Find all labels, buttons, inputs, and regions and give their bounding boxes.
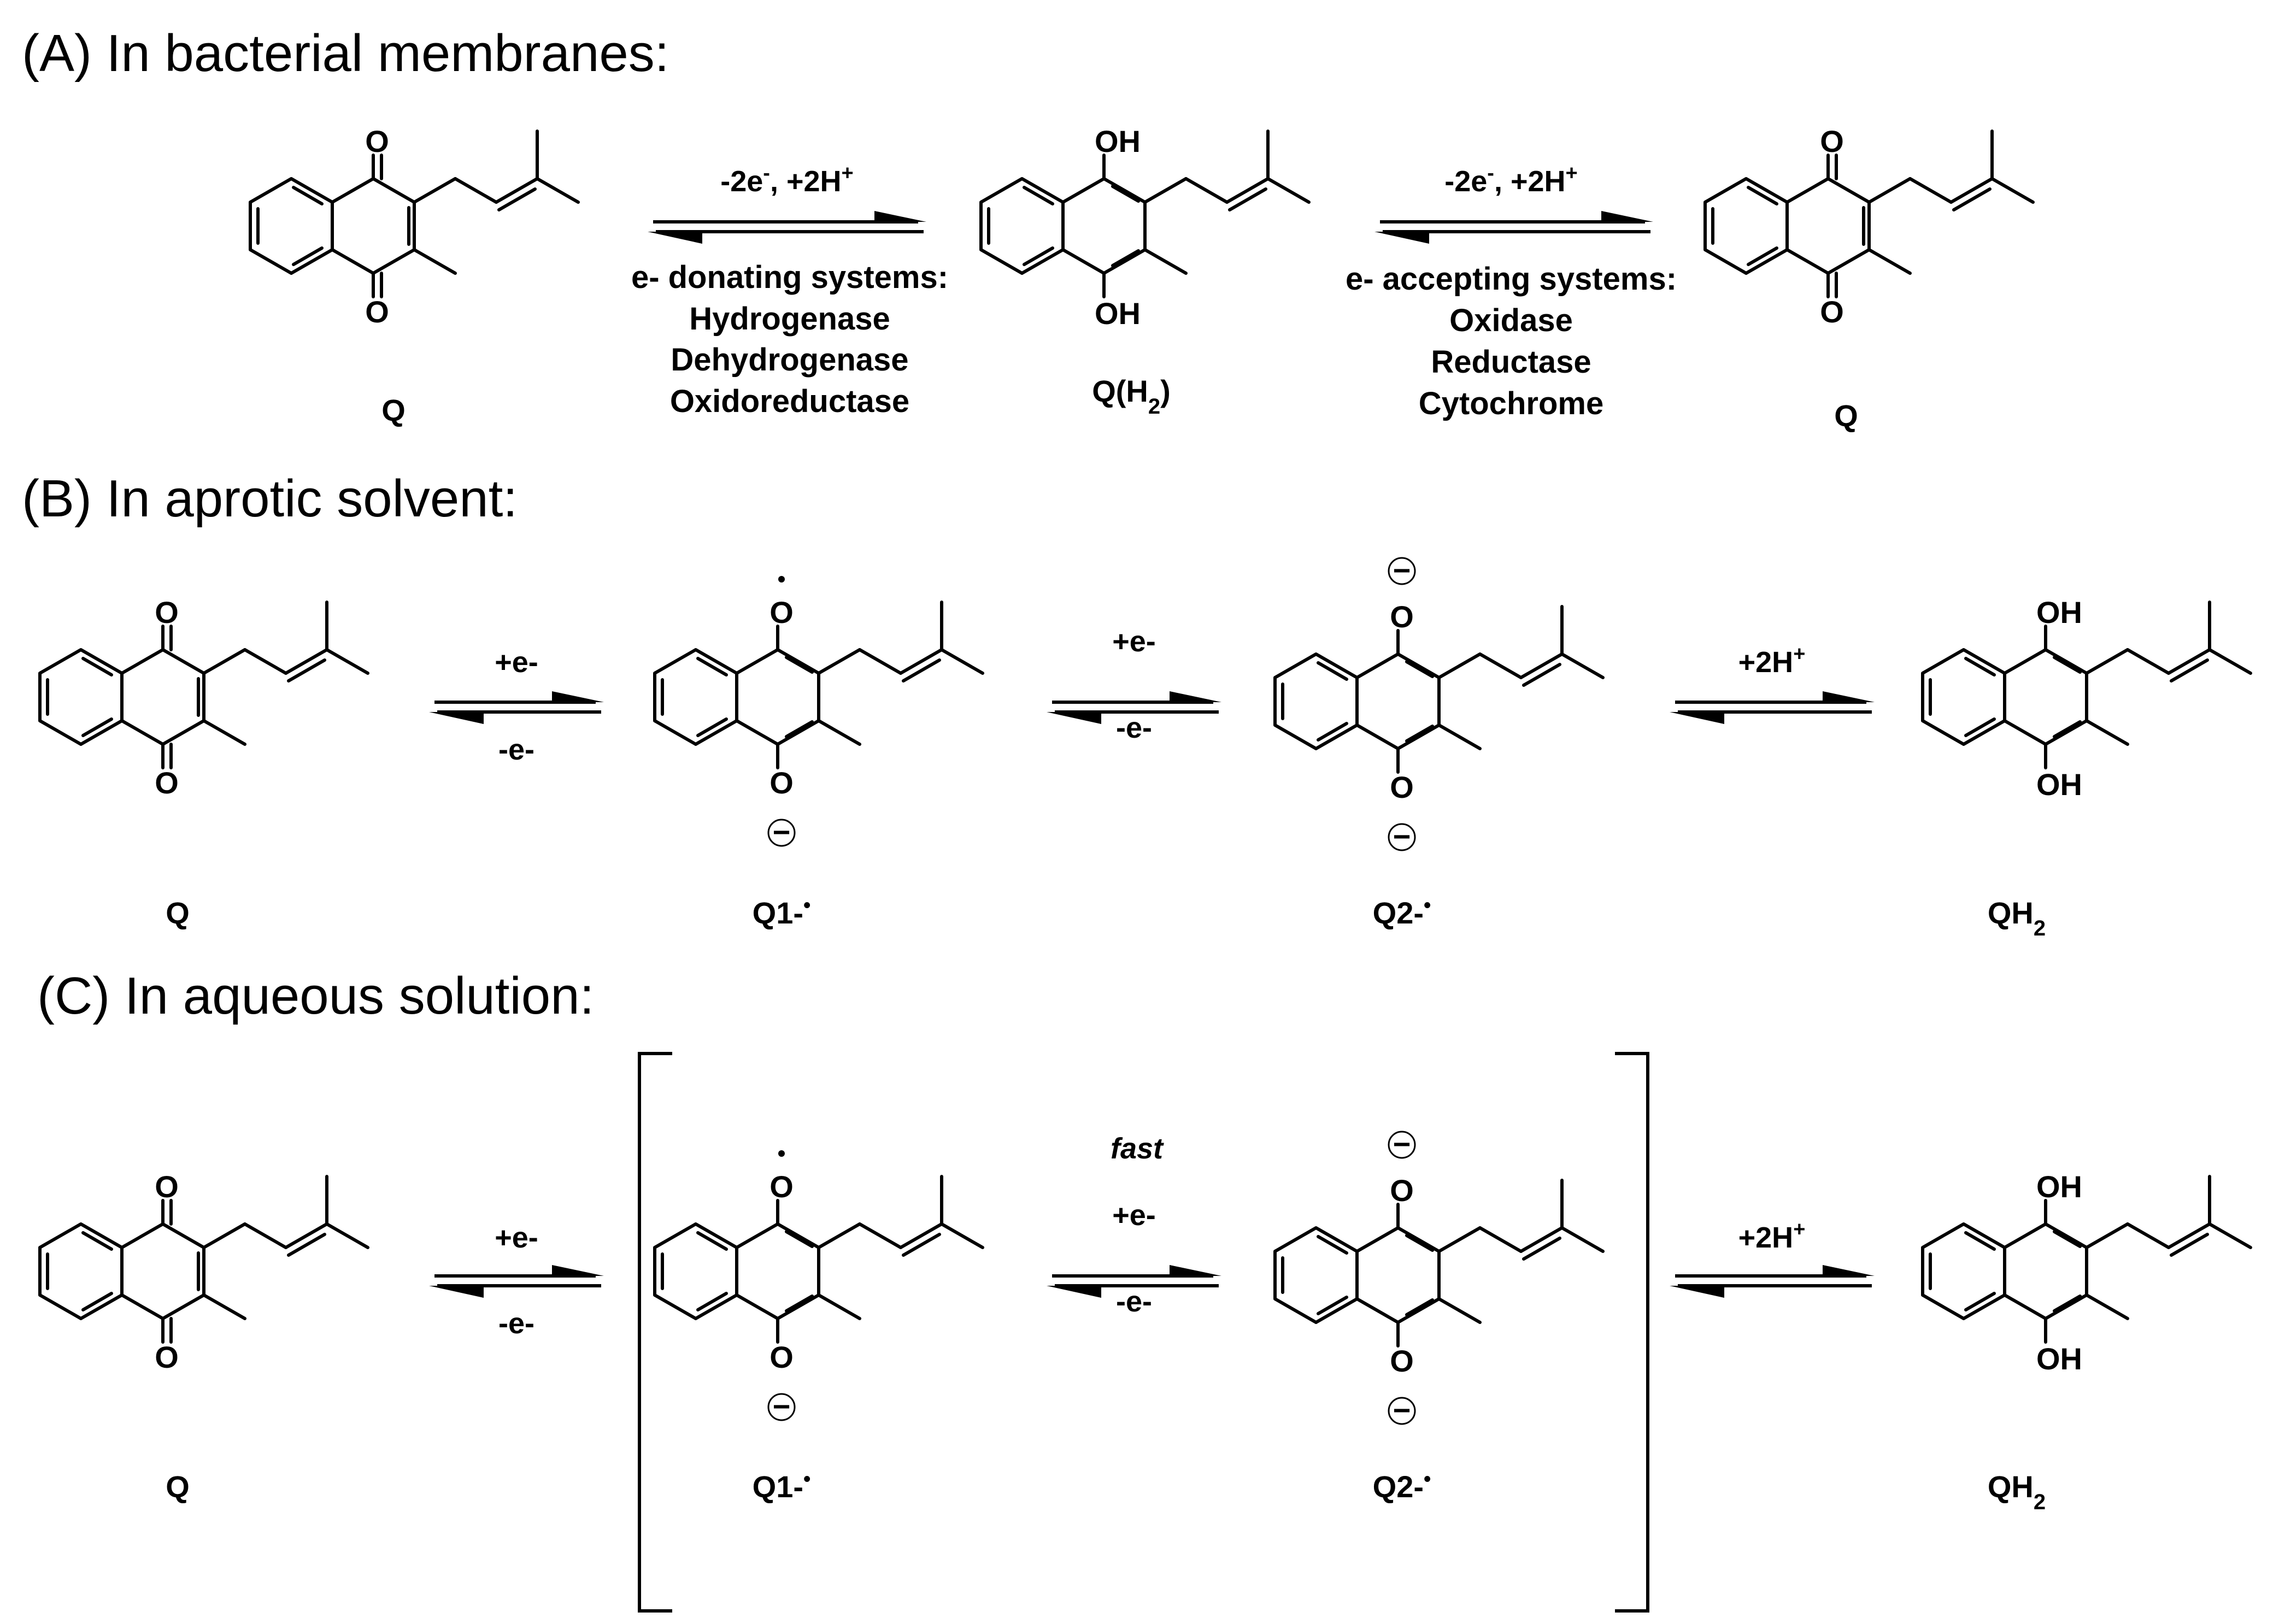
oxygen-label: O — [155, 595, 179, 629]
left-bracket — [638, 1052, 672, 1613]
plus-two-protons: +2H+ — [1738, 643, 1806, 679]
equilibrium-arrow — [429, 691, 604, 724]
enzyme-dehydrogenase: Dehydrogenase — [671, 342, 908, 378]
equilibrium-arrow — [1670, 1265, 1875, 1298]
oxygen-label: O — [155, 1169, 179, 1204]
oxygen-label: O — [155, 766, 179, 800]
accepting-systems-title: e- accepting systems: — [1346, 261, 1677, 297]
molecule-q-quinone: O O — [40, 595, 368, 800]
oxygen-label: O — [769, 1340, 794, 1374]
negative-charge: − — [1388, 1127, 1416, 1161]
equilibrium-arrow — [429, 1265, 604, 1298]
oxygen-label: O — [365, 295, 389, 329]
molecule-q1-radical-anion: O O − — [655, 1150, 983, 1423]
label-q1: Q1-• — [753, 1468, 811, 1504]
label-q: Q — [381, 393, 406, 427]
enzyme-oxidoreductase: Oxidoreductase — [670, 384, 909, 419]
label-q: Q — [1834, 398, 1858, 433]
oxygen-label: O — [1390, 770, 1414, 804]
radical-dot — [778, 1150, 785, 1157]
fast-label: fast — [1111, 1132, 1164, 1165]
hydroxyl-label: OH — [1095, 296, 1141, 331]
enzyme-reductase: Reductase — [1431, 344, 1591, 380]
right-bracket — [1615, 1052, 1649, 1613]
label-q1: Q1-• — [753, 894, 811, 930]
svg-text:−: − — [773, 1389, 791, 1423]
equilibrium-arrow — [1047, 691, 1221, 724]
label-q2: Q2-• — [1373, 1468, 1431, 1504]
label-q: Q — [166, 1469, 190, 1504]
oxygen-label: O — [1390, 1173, 1414, 1208]
section-b-header: (B) In aprotic solvent: — [22, 469, 518, 528]
section-c-header: (C) In aqueous solution: — [37, 967, 594, 1025]
plus-electron: +e- — [495, 646, 538, 679]
radical-dot — [778, 576, 785, 582]
equilibrium-arrow — [1670, 691, 1875, 724]
plus-two-protons: +2H+ — [1738, 1218, 1806, 1254]
minus-electron: -e- — [498, 733, 534, 766]
negative-charge: − — [1388, 819, 1416, 854]
minus-electron: -e- — [498, 1307, 534, 1340]
negative-charge: − — [767, 815, 796, 849]
hydroxyl-label: OH — [2036, 1341, 2082, 1376]
equilibrium-arrow — [648, 211, 926, 244]
donating-systems-title: e- donating systems: — [631, 260, 948, 295]
hydroxyl-label: OH — [1095, 124, 1141, 158]
enzyme-cytochrome: Cytochrome — [1419, 386, 1603, 421]
oxygen-label: O — [1390, 599, 1414, 634]
svg-text:−: − — [1393, 819, 1411, 854]
plus-electron: +e- — [1112, 625, 1156, 658]
label-q2: Q2-• — [1373, 894, 1431, 930]
plus-electron: +e- — [1112, 1199, 1156, 1232]
enzyme-hydrogenase: Hydrogenase — [689, 301, 890, 337]
label-qh2-a: Q(H2) — [1092, 374, 1171, 419]
molecule-q-quinone: O O — [250, 124, 578, 329]
molecule-q1-radical-anion: O O − — [655, 576, 983, 849]
enzyme-oxidase: Oxidase — [1449, 303, 1573, 338]
label-qh2: QH2 — [1988, 896, 2046, 940]
negative-charge: − — [1388, 1393, 1416, 1427]
molecule-q-quinone: O O — [1705, 124, 2033, 329]
minus-electron: -e- — [1116, 1285, 1152, 1318]
oxygen-label: O — [769, 766, 794, 800]
label-qh2: QH2 — [1988, 1469, 2046, 1514]
svg-text:−: − — [1393, 553, 1411, 587]
hydroxyl-label: OH — [2036, 1169, 2082, 1204]
oxidation-condition: -2e-, +2H+ — [720, 162, 853, 198]
oxidation-condition: -2e-, +2H+ — [1444, 162, 1577, 198]
oxygen-label: O — [365, 124, 389, 158]
molecule-q-quinone: O O — [40, 1169, 368, 1374]
section-a-header: (A) In bacterial membranes: — [22, 24, 669, 83]
oxygen-label: O — [1390, 1344, 1414, 1378]
equilibrium-arrow — [1047, 1265, 1221, 1298]
plus-electron: +e- — [495, 1221, 538, 1254]
negative-charge: − — [1388, 553, 1416, 587]
hydroxyl-label: OH — [2036, 595, 2082, 629]
molecule-qh2-hydroquinone: OH OH — [1923, 595, 2251, 802]
oxygen-label: O — [1820, 295, 1844, 329]
minus-electron: -e- — [1116, 711, 1152, 744]
hydroxyl-label: OH — [2036, 767, 2082, 802]
oxygen-label: O — [1820, 124, 1844, 158]
molecule-q2-dianion: O − O − — [1275, 553, 1603, 854]
svg-text:−: − — [1393, 1393, 1411, 1427]
oxygen-label: O — [769, 595, 794, 629]
svg-text:−: − — [1393, 1127, 1411, 1161]
svg-text:−: − — [773, 815, 791, 849]
molecule-qh2-hydroquinone: OH OH — [981, 124, 1309, 331]
negative-charge: − — [767, 1389, 796, 1423]
equilibrium-arrow — [1374, 211, 1653, 244]
oxygen-label: O — [155, 1340, 179, 1374]
molecule-qh2-hydroquinone: OH OH — [1923, 1169, 2251, 1376]
oxygen-label: O — [769, 1169, 794, 1204]
molecule-q2-dianion: O − O − — [1275, 1127, 1603, 1427]
label-q: Q — [166, 896, 190, 930]
